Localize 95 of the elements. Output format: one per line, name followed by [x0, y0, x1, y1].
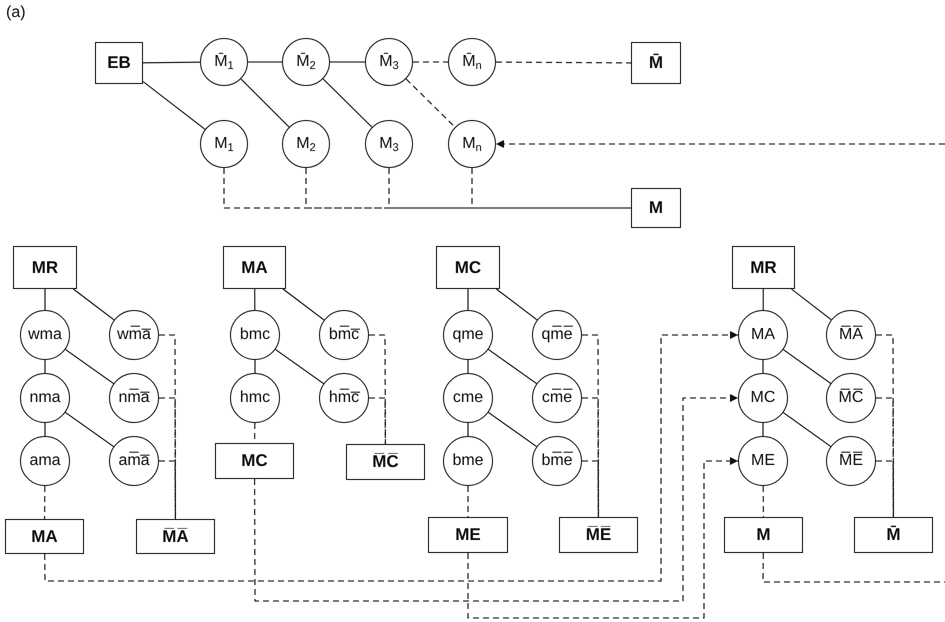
- state-circle: MA: [738, 310, 788, 360]
- connector-line: [762, 486, 764, 517]
- connector-line: [467, 486, 469, 517]
- connector-line: [406, 78, 456, 128]
- connector-line: [467, 423, 469, 436]
- connector-line: [72, 288, 114, 320]
- label-box: MR: [13, 246, 77, 289]
- connector-line: [762, 360, 764, 373]
- connector-line: [762, 553, 945, 583]
- label-box: M̄: [631, 42, 681, 84]
- panel-label: (a): [6, 4, 26, 22]
- state-circle: M̅A̅: [826, 310, 876, 360]
- state-circle: M$_{1}$: [200, 120, 248, 168]
- connector-line: [143, 62, 200, 64]
- connector-line: [488, 412, 537, 448]
- state-circle: bme: [443, 436, 493, 486]
- label-box: M: [724, 517, 803, 553]
- state-circle: qm̅e̅: [532, 310, 582, 360]
- state-circle: bm̅c̅: [319, 310, 369, 360]
- connector-line: [467, 360, 469, 373]
- connector-line: [254, 360, 256, 373]
- connector-line: [330, 61, 365, 63]
- connector-line: [44, 423, 46, 436]
- state-circle: nm̅a̅: [109, 373, 159, 423]
- connector-line: [582, 460, 599, 517]
- label-box: M̄: [854, 517, 933, 553]
- state-circle: am̅a̅: [109, 436, 159, 486]
- state-circle: M̄$_{1}$: [200, 38, 248, 86]
- connector-line: [762, 423, 764, 436]
- connector-line: [282, 288, 324, 320]
- label-box: M̅C̅: [346, 444, 425, 480]
- state-circle: nma: [20, 373, 70, 423]
- connector-line: [275, 348, 324, 384]
- state-circle: cm̅e̅: [532, 373, 582, 423]
- connector-line: [240, 78, 290, 128]
- connector-line: [305, 168, 631, 209]
- state-circle: bmc: [230, 310, 280, 360]
- label-box: ME: [428, 517, 508, 553]
- connector-line: [488, 348, 537, 384]
- label-box: MA: [5, 519, 84, 554]
- state-circle: wma: [20, 310, 70, 360]
- state-circle: ME: [738, 436, 788, 486]
- state-circle: M̄$_{2}$: [282, 38, 330, 86]
- state-circle: MC: [738, 373, 788, 423]
- connector-line: [496, 288, 538, 320]
- label-box: MC: [215, 443, 294, 479]
- connector-line: [876, 460, 894, 517]
- connector-line: [782, 349, 832, 384]
- state-circle: M$_{n}$: [448, 120, 496, 168]
- label-box: M̅A̅: [136, 519, 215, 554]
- arrow: [254, 394, 738, 602]
- arrow: [44, 331, 738, 582]
- connector-line: [142, 81, 206, 130]
- state-circle: hmc: [230, 373, 280, 423]
- connector-line: [44, 360, 46, 373]
- label-box: MC: [436, 246, 500, 289]
- state-circle: M̅C̅: [826, 373, 876, 423]
- state-circle: M$_{3}$: [365, 120, 413, 168]
- arrow: [467, 457, 738, 619]
- connector-line: [582, 397, 599, 517]
- state-circle: M̅E̅: [826, 436, 876, 486]
- connector-line: [44, 486, 46, 519]
- state-circle: qme: [443, 310, 493, 360]
- connector-line: [159, 460, 176, 519]
- connector-line: [782, 412, 832, 447]
- label-box: EB: [95, 42, 143, 84]
- connector-line: [388, 168, 631, 209]
- state-circle: bm̅e̅: [532, 436, 582, 486]
- state-circle: M̄$_{3}$: [365, 38, 413, 86]
- label-box: MA: [223, 246, 286, 289]
- connector-line: [65, 412, 114, 448]
- label-box: MR: [732, 246, 795, 289]
- connector-line: [369, 334, 386, 444]
- connector-line: [254, 289, 256, 310]
- connector-line: [471, 168, 631, 209]
- connector-line: [248, 61, 282, 63]
- state-circle: wm̅a̅: [109, 310, 159, 360]
- connector-line: [496, 62, 631, 64]
- label-box: M̅E̅: [559, 517, 638, 553]
- connector-line: [791, 288, 832, 320]
- connector-line: [762, 289, 764, 310]
- state-circle: cme: [443, 373, 493, 423]
- connector-line: [369, 397, 386, 444]
- connector-line: [876, 397, 894, 517]
- connector-line: [65, 348, 114, 384]
- state-circle: M$_{2}$: [282, 120, 330, 168]
- label-box: M: [631, 188, 681, 228]
- connector-line: [413, 61, 448, 63]
- arrow: [496, 140, 945, 148]
- connector-line: [467, 289, 469, 310]
- connector-line: [322, 78, 372, 128]
- state-circle: hm̅c̅: [319, 373, 369, 423]
- state-circle: M̄$_{n}$: [448, 38, 496, 86]
- state-circle: ama: [20, 436, 70, 486]
- connector-line: [44, 289, 46, 310]
